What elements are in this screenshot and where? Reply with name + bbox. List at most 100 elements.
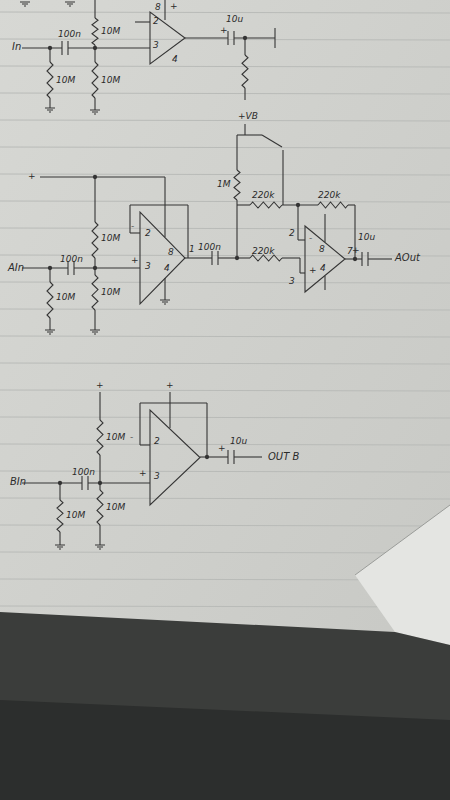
wire — [49, 268, 50, 282]
wire — [74, 267, 140, 268]
wire — [244, 38, 245, 55]
wire — [237, 204, 250, 205]
opamp-symbol — [150, 12, 185, 64]
polarity-mark: + — [218, 443, 226, 454]
ground-symbol — [160, 300, 170, 304]
supply-name: +VB — [238, 111, 258, 122]
wire — [94, 177, 95, 222]
wire — [130, 232, 140, 233]
signal-name: AOut — [395, 252, 420, 263]
junction-dot — [243, 36, 246, 39]
wire — [140, 444, 150, 445]
wire — [274, 28, 275, 48]
pin-number: 3 — [145, 261, 151, 272]
resistor-symbol — [234, 170, 240, 200]
resistor-symbol — [57, 500, 63, 532]
wire — [49, 98, 50, 108]
wire — [348, 204, 355, 205]
opamp-symbol — [140, 212, 185, 304]
pin-number: 4 — [172, 54, 178, 65]
pin-number: 2 — [145, 228, 151, 239]
signal-name: In — [12, 41, 21, 52]
wire — [206, 403, 207, 457]
wire — [169, 392, 170, 428]
wire — [139, 403, 140, 445]
pin-number: 4 — [164, 263, 170, 274]
resistor-symbol — [250, 202, 282, 208]
pin-number: 7 — [347, 246, 353, 257]
wire — [300, 272, 305, 273]
component-value: 100n — [60, 254, 83, 265]
opamp-symbol — [150, 410, 200, 505]
capacitor-symbol — [228, 31, 234, 45]
component-value: 10M — [56, 292, 75, 303]
wire — [22, 47, 62, 48]
capacitor-symbol — [62, 41, 68, 55]
wire — [345, 258, 362, 259]
wire — [88, 482, 150, 483]
wire — [130, 204, 188, 205]
ground-symbol — [90, 110, 100, 114]
folded-corner — [355, 505, 450, 645]
wire — [298, 239, 305, 240]
component-value: 10u — [226, 14, 243, 25]
wire — [164, 278, 165, 300]
component-value: 10M — [56, 75, 75, 86]
wire — [68, 47, 150, 48]
wire — [99, 525, 100, 545]
wire — [135, 21, 150, 22]
pin-number: 3 — [289, 276, 295, 287]
supply-mark: + — [170, 1, 178, 12]
wire — [129, 205, 130, 233]
ground-symbol — [20, 2, 30, 6]
pin-number: 8 — [319, 244, 325, 255]
wire — [140, 402, 207, 403]
wire — [200, 456, 228, 457]
pin-number: 4 — [320, 263, 326, 274]
ground-symbol — [90, 330, 100, 334]
wire — [99, 392, 100, 420]
wire — [49, 318, 50, 330]
component-value: 220k — [318, 190, 340, 201]
component-value: 10M — [106, 502, 125, 513]
pin-number: 3 — [153, 40, 159, 51]
component-value: 10M — [106, 432, 125, 443]
resistor-symbol — [97, 420, 103, 455]
wire — [22, 482, 82, 483]
wire — [94, 98, 95, 110]
component-value: 100n — [198, 242, 221, 253]
table-surface — [0, 612, 450, 800]
pin-number: 2 — [153, 16, 159, 27]
ground-symbol — [65, 2, 75, 6]
junction-dot — [93, 266, 96, 269]
ground-symbol — [45, 108, 55, 112]
signal-name: OUT B — [268, 451, 299, 462]
resistor-symbol — [92, 275, 98, 310]
polarity-mark: - — [131, 221, 134, 232]
component-value: 10M — [101, 26, 120, 37]
resistor-symbol — [92, 18, 98, 45]
wire — [234, 37, 275, 38]
polarity-mark: + — [131, 255, 139, 266]
component-value: 220k — [252, 190, 274, 201]
resistor-symbol — [47, 62, 53, 98]
pin-number: 1 — [189, 244, 195, 255]
component-value: 10M — [101, 233, 120, 244]
wire — [244, 88, 245, 100]
wire — [185, 37, 228, 38]
capacitor-symbol — [362, 252, 368, 266]
wire — [218, 257, 250, 258]
component-value: 220k — [252, 246, 274, 257]
wire — [244, 124, 245, 135]
component-value: 10u — [358, 232, 375, 243]
component-value: 10u — [230, 436, 247, 447]
resistor-symbol — [97, 490, 103, 525]
polarity-mark: - — [130, 432, 133, 443]
supply-mark: + — [96, 380, 104, 391]
wire — [234, 456, 262, 457]
component-value: 100n — [72, 467, 95, 478]
wire — [237, 134, 262, 135]
wire — [324, 276, 325, 290]
wire — [22, 267, 68, 268]
